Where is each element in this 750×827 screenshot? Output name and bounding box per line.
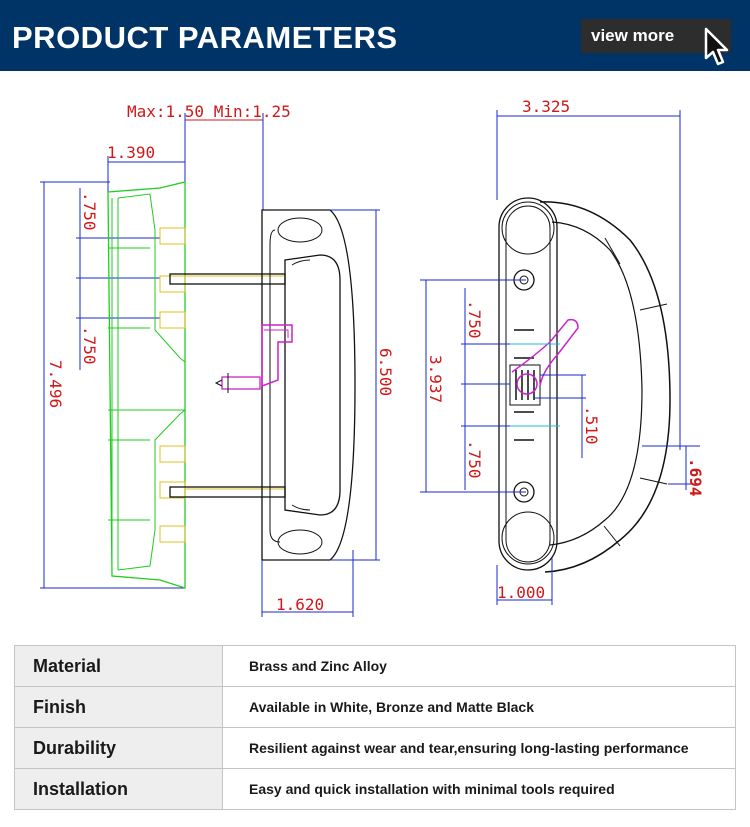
dim-handle-width: 3.325: [522, 97, 570, 116]
dim-handle-depth: .694: [686, 458, 705, 497]
spec-value: Resilient against wear and tear,ensuring…: [222, 727, 736, 769]
spec-value: Available in White, Bronze and Matte Bla…: [222, 686, 736, 728]
dim-lever-offset: .510: [582, 406, 601, 445]
spec-table: Material Brass and Zinc Alloy Finish Ava…: [14, 645, 736, 810]
dim-front-height: 6.500: [376, 348, 395, 396]
cursor-arrow-icon: [704, 27, 729, 66]
header-banner: PRODUCT PARAMETERS view more: [0, 0, 750, 71]
dim-handle-lower-spacing: .750: [465, 440, 484, 479]
dim-side-height: 7.496: [46, 360, 65, 408]
handle-view: 3.325 3.937: [420, 97, 705, 605]
dim-side-lower-spacing: .750: [80, 326, 99, 365]
dim-side-width: 1.390: [107, 143, 155, 162]
technical-drawing: Max:1.50 Min:1.25 1.390 7.496 .750 .750: [40, 97, 705, 617]
dim-max-min: Max:1.50 Min:1.25: [127, 102, 291, 121]
spec-row-durability: Durability Resilient against wear and te…: [14, 727, 736, 769]
spec-row-material: Material Brass and Zinc Alloy: [14, 645, 736, 687]
spec-row-installation: Installation Easy and quick installation…: [14, 768, 736, 810]
page-title: PRODUCT PARAMETERS: [12, 20, 398, 55]
dim-front-base-width: 1.620: [276, 595, 324, 614]
dim-hole-distance: 3.937: [426, 355, 445, 403]
spec-label: Installation: [14, 768, 223, 810]
dim-handle-base-width: 1.000: [497, 583, 545, 602]
dim-handle-upper-spacing: .750: [465, 300, 484, 339]
front-view: 6.500 1.620: [169, 209, 395, 617]
spec-value: Easy and quick installation with minimal…: [222, 768, 736, 810]
spec-value: Brass and Zinc Alloy: [222, 645, 736, 687]
spec-row-finish: Finish Available in White, Bronze and Ma…: [14, 686, 736, 728]
view-more-label: view more: [591, 26, 675, 45]
spec-label: Finish: [14, 686, 223, 728]
side-view: Max:1.50 Min:1.25 1.390 7.496 .750 .750: [40, 102, 291, 589]
spec-label: Durability: [14, 727, 223, 769]
spec-label: Material: [14, 645, 223, 687]
dim-side-upper-spacing: .750: [80, 192, 99, 231]
